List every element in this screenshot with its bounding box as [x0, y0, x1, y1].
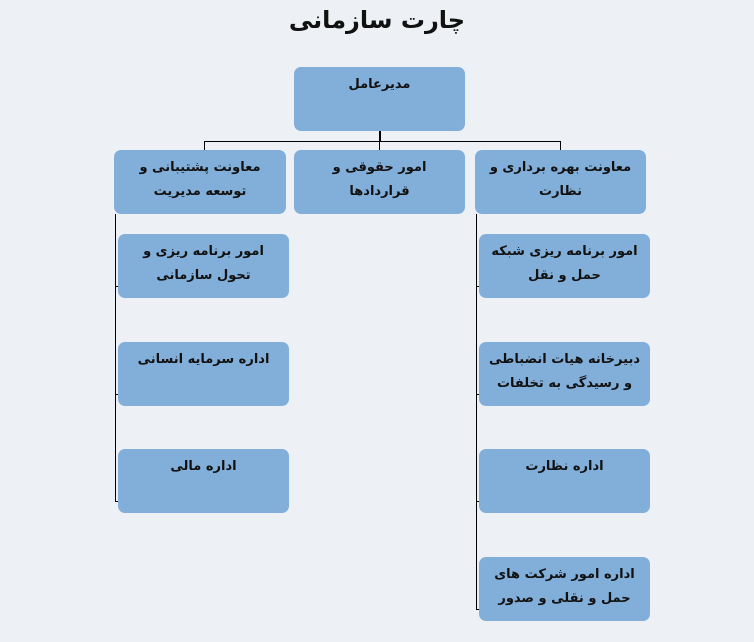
connector-support-unit-2 [115, 394, 120, 395]
connector-operations-vertical [476, 214, 477, 610]
connector-ceo-down [379, 131, 381, 142]
support-unit-box: اداره سرمایه انسانی [118, 342, 289, 406]
support-unit-box: اداره مالی [118, 449, 289, 513]
operations-deputy-box: معاونت بهره برداری و نظارت [475, 150, 646, 214]
ceo-box: مدیرعامل [294, 67, 465, 131]
support-unit-box: امور برنامه ریزی و تحول سازمانی [118, 234, 289, 298]
operations-unit-label: امور برنامه ریزی شبکه حمل و نقل [491, 244, 638, 283]
connector-support-vertical [115, 214, 116, 502]
connector-to-legal [379, 141, 380, 151]
connector-operations-unit-3 [476, 501, 481, 502]
operations-unit-label: دبیرخانه هیات انضباطی و رسیدگی به تخلفات [488, 352, 640, 391]
chart-title: چارت سازمانی [288, 6, 466, 34]
connector-to-operations [560, 141, 561, 151]
connector-to-support [204, 141, 205, 151]
operations-unit-box: دبیرخانه هیات انضباطی و رسیدگی به تخلفات [479, 342, 650, 406]
support-unit-label: اداره سرمایه انسانی [137, 352, 270, 367]
operations-unit-box: اداره امور شرکت های حمل و نقلی و صدور [479, 557, 650, 621]
operations-unit-label: اداره نظارت [525, 459, 604, 474]
support-deputy-box: معاونت پشتیبانی و توسعه مدیریت [114, 150, 286, 214]
operations-unit-label: اداره امور شرکت های حمل و نقلی و صدور [494, 567, 635, 606]
connector-horizontal-bus [204, 141, 561, 142]
operations-unit-box: اداره نظارت [479, 449, 650, 513]
connector-operations-unit-2 [476, 394, 481, 395]
connector-operations-unit-4 [476, 609, 481, 610]
connector-support-unit-3 [115, 501, 120, 502]
legal-affairs-label: امور حقوقی و قراردادها [332, 160, 427, 199]
operations-unit-box: امور برنامه ریزی شبکه حمل و نقل [479, 234, 650, 298]
ceo-label: مدیرعامل [348, 77, 411, 92]
connector-support-unit-1 [115, 286, 120, 287]
support-unit-label: امور برنامه ریزی و تحول سازمانی [143, 244, 264, 283]
support-unit-label: اداره مالی [170, 459, 237, 474]
legal-affairs-box: امور حقوقی و قراردادها [294, 150, 465, 214]
connector-operations-unit-1 [476, 286, 481, 287]
support-deputy-label: معاونت پشتیبانی و توسعه مدیریت [139, 160, 261, 199]
operations-deputy-label: معاونت بهره برداری و نظارت [489, 160, 632, 199]
